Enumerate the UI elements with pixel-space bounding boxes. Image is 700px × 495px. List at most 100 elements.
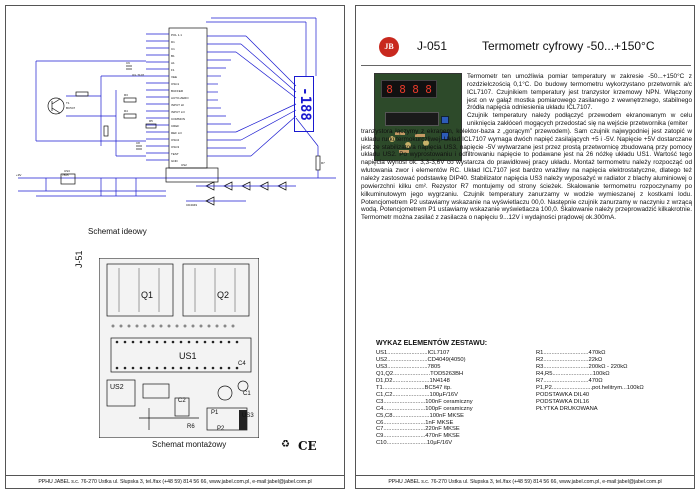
part-value: 1nF MKSE [425,419,454,426]
part-row: R3............................200kΩ - 22… [536,364,644,371]
part-leader: ....................... [393,370,431,377]
svg-text:INPUT LO: INPUT LO [171,110,185,114]
part-row: US1.........................ICL7107 [376,350,473,357]
svg-text:D1: D1 [171,40,175,44]
part-value: CD4049(4050) [427,356,466,363]
svg-text:US3: US3 [64,169,70,173]
part-leader: ....................... [392,412,430,419]
part-ref: C3 [376,398,384,405]
pcb-label-us1: US1 [179,351,197,361]
kit-title: Termometr cyfrowy -50...+150°C [482,39,655,53]
part-ref: R7 [536,377,544,384]
schematic-display: -188 [294,76,314,132]
part-leader: ......................... [552,370,593,377]
svg-text:COMMON: COMMON [171,117,185,121]
jabel-logo: JB [379,37,399,57]
svg-text:OSC3: OSC3 [171,145,180,149]
part-value: 1N4148 [429,377,450,384]
ce-mark: CE [298,439,317,453]
display-digits: -188 [297,87,313,121]
part-row: Q1,Q2.......................TOD5263BH [376,371,473,378]
svg-text:F1: F1 [171,68,175,72]
description-p2a: Czujnik temperatury należy podłączyć prz… [467,112,692,128]
part-row: C10.........................10µF/16V [376,440,473,447]
part-leader: ......................... [551,384,593,391]
product-photo: 8 8 8 8 [374,73,462,161]
pcb-label-c2: C2 [178,398,186,404]
part-row: T1..........................BC547 itp. [376,385,473,392]
part-row: R7............................470Ω [536,378,644,385]
svg-text:BUFFER: BUFFER [171,89,184,93]
pcb-board-id: J-51 [74,250,84,268]
part-row: D1,D2.......................1N4148 [376,378,473,385]
part-value: 470Ω [588,377,603,384]
svg-text:OSC1: OSC1 [171,82,180,86]
part-ref: D1,D2 [376,377,393,384]
svg-text:BC547: BC547 [66,106,76,110]
pcb-label-us3: US3 [242,413,254,419]
part-ref: T1 [376,384,383,391]
part-row: C7..........................220nF MKSE [376,426,473,433]
part-ref: R4,R5 [536,370,553,377]
part-value: 220nF MKSE [425,426,460,433]
footer-right: PPHU JABEL s.c. 76-270 Ustka ul. Słupska… [356,475,694,488]
part-leader: ............................ [543,350,589,356]
part-ref: R1 [536,350,544,356]
svg-text:ICL 7107: ICL 7107 [132,73,144,77]
schematic-caption: Schemat ideowy [88,227,147,236]
part-value: 22kΩ [588,356,603,363]
pcb-label-c1: C1 [243,391,251,397]
part-value: 100nF ceramiczny [425,398,473,405]
pcb-label-c4: C4 [238,361,246,367]
part-value: 100µF/16V [429,391,458,398]
svg-text:7805: 7805 [62,173,69,177]
part-ref: C7 [376,426,384,433]
part-ref: R3 [536,363,544,370]
part-leader: ............................ [543,377,589,384]
part-row: PODSTAWKA DIL40 [536,392,644,399]
part-ref: PODSTAWKA DIL16 [536,398,590,405]
part-value: 200kΩ - 220kΩ [588,363,628,370]
right-panel: JB J-051 Termometr cyfrowy -50...+150°C … [355,5,695,489]
part-leader: ....................... [392,377,430,384]
part-ref: C6 [376,419,384,426]
part-value: 100pF ceramiczny [425,405,473,412]
part-ref: PŁYTKA DRUKOWANA [536,405,598,412]
part-ref: R2 [536,356,544,363]
part-ref: US2 [376,356,388,363]
part-value: 100kΩ [592,370,610,377]
part-leader: ......................... [387,350,428,356]
part-row: PŁYTKA DRUKOWANA [536,406,644,413]
part-row: C6..........................1nF MKSE [376,420,473,427]
pcb-label-p1: P1 [211,410,219,416]
part-value: 10µF/16V [426,440,453,447]
description: Termometr ten umożliwia pomiar temperatu… [361,73,692,222]
svg-text:T1: T1 [66,101,70,105]
pcb-label-r6: R6 [187,424,195,430]
recycle-bin-icon: ♻ [281,439,290,450]
svg-text:A1: A1 [171,61,175,65]
svg-text:OSC2: OSC2 [171,138,180,142]
svg-text:C9: C9 [126,61,130,65]
part-ref: C5,C8 [376,412,393,419]
part-row: PODSTAWKA DIL16 [536,399,644,406]
part-row: C1,C2.......................100µF/16V [376,392,473,399]
part-ref: US3 [376,363,388,370]
part-leader: ....................... [392,391,430,398]
part-ref: PODSTAWKA DIL40 [536,391,590,398]
description-p1: Termometr ten umożliwia pomiar temperatu… [467,73,692,112]
svg-text:GND: GND [171,159,179,163]
part-leader: ............................ [543,363,589,370]
svg-text:VEE: VEE [171,75,177,79]
part-leader: .......................... [383,433,426,440]
parts-list-title: WYKAZ ELEMENTÓW ZESTAWU: [376,340,488,347]
svg-text:B1: B1 [171,54,175,58]
part-value: 470nF MKSE [425,433,460,440]
part-row: US3.........................7805 [376,364,473,371]
svg-text:CREF: CREF [171,124,179,128]
